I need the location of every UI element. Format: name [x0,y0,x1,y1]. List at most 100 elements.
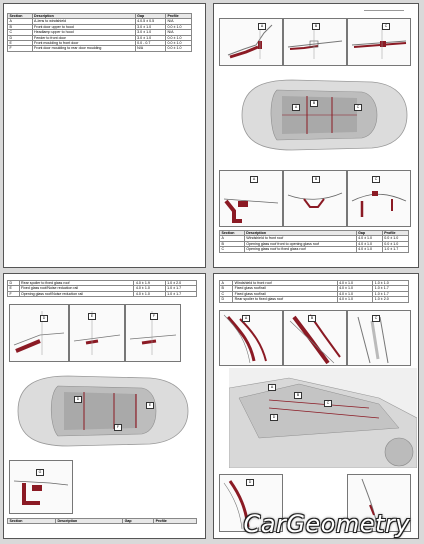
cell: F [7,290,20,298]
callout-b: B [312,23,320,30]
cell: 4.0 ± 1.0 [133,290,166,298]
car-callout-f: F [114,424,122,431]
gap-table-page-3-bottom: Section Description Gap Profile [7,517,197,525]
callout-c: C [382,23,390,30]
header-section: Section [7,517,56,525]
cell: 3.0 ± 1.0 [134,29,166,36]
cell: 0.0 ± 1.0 [164,45,193,52]
cell: 1.0 ± 1.7 [164,285,198,292]
section-c-detail: C [347,18,411,66]
section-c-side-illustration [357,316,389,364]
cell: 1.0 ± 1.7 [164,290,198,298]
header-profile: Profile [381,229,410,237]
section-a-detail: A [219,18,283,66]
car-callout-b-side: B [294,392,302,399]
section-b-side-detail: B [283,310,347,366]
cell: 0.0 ± 1.0 [381,240,410,248]
section-g-label: G [36,469,44,476]
callout-e: E [88,313,96,320]
cell: 0.0 ± 1.0 [164,39,193,47]
cell: 1.0 ± 1.7 [381,246,410,253]
cell: C [219,246,245,253]
section-e-detail: E [69,304,125,362]
callout-d-side: D [246,479,254,486]
header-rule [364,10,404,11]
header-profile: Profile [153,517,197,525]
section-e-side-detail [347,474,411,532]
callout-b-side: B [308,315,316,322]
car-callout-b: B [310,100,318,107]
cell: Front door moulding to rear door mouldin… [31,45,136,52]
cell: 3.0 ± 1.0 [134,23,166,31]
cell: 4.0.5 ± 0.5 [134,18,166,25]
section-e-illustration [73,311,121,355]
section-d-illustration [13,311,65,355]
section-c-section-view: C [347,170,411,227]
car-callout-d-side: D [270,414,278,421]
section-e-side-illustration [361,478,379,530]
section-b-section-view: B [283,170,347,227]
cell: 1.0 ± 2.0 [372,296,409,303]
cell: 0.0 - 0.7 [134,39,166,47]
callout-c-side: C [372,315,380,322]
section-g-section-illustration [13,480,69,505]
callout-d: D [40,315,48,322]
callout-a: A [258,23,266,30]
section-c-section-illustration [351,191,407,217]
car-callout-e: E [146,402,154,409]
section-c-label: C [372,176,380,183]
car-callout-d: D [74,396,82,403]
section-b-detail: B [283,18,347,66]
callout-f: F [150,313,158,320]
car-top-view-page-3 [17,375,189,447]
section-f-detail: F [125,304,181,362]
section-d-side-illustration [223,480,250,530]
cell: D [218,296,234,303]
table-header-row: Section Description Gap Profile [7,517,197,525]
section-a-section-illustration [223,198,279,223]
cargeometry-logo: CarGeometry [243,510,410,538]
section-g-section-view: G [9,460,73,514]
section-d-side-detail: D [219,474,283,532]
header-gap: Gap [122,517,155,525]
table-header-row: Section Description Gap Profile [7,12,193,20]
cell: N/A [134,45,166,52]
cell: Opening glass roof to fixed glass roof [243,246,357,253]
section-c-illustration [351,25,407,59]
car-callout-c-side: C [324,400,332,407]
section-b-illustration [287,25,343,59]
section-c-side-detail: C [347,310,411,366]
cell: 0.0 ± 1.0 [381,235,410,242]
cell: F [7,45,33,52]
section-b-label: B [312,176,320,183]
car-side-view-page-4 [229,368,417,468]
car-top-view-page-2 [241,79,408,151]
section-a-label: A [250,176,258,183]
car-callout-c: C [354,104,362,111]
section-d-detail: D [9,304,69,362]
car-callout-a: A [292,104,300,111]
cell: Opening glass roof/Noise reduction rail [18,290,135,298]
cell: 1.0 ± 2.0 [164,279,198,287]
cell: 0.0 ± 1.0 [164,23,193,31]
section-a-illustration [227,24,273,59]
cell: 4.0 ± 1.0 [355,246,383,253]
cell: 0.0 ± 1.0 [164,34,193,42]
car-side-illustration [229,377,417,468]
cell: Rear spoiler to fixed glass roof [232,296,338,303]
header-description: Description [54,517,124,525]
section-b-section-illustration [287,192,343,208]
header-profile: Profile [164,12,193,20]
